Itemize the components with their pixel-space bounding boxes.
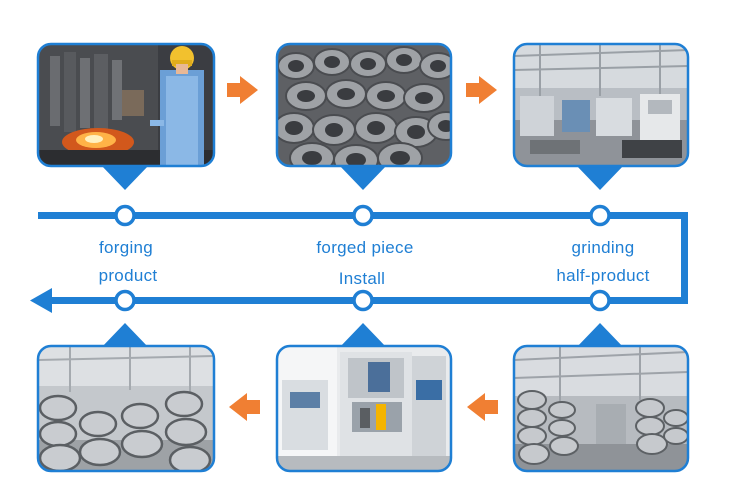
photo-half-product — [514, 346, 688, 471]
orange-arrow-icon — [467, 393, 498, 421]
node-forged-piece-icon — [352, 204, 374, 227]
node-install-icon — [352, 289, 374, 312]
pointer-forged-piece — [338, 164, 388, 190]
pointer-grinding — [575, 164, 625, 190]
node-product-icon — [114, 289, 136, 312]
orange-arrow-icon — [227, 76, 258, 104]
photo-product — [38, 346, 214, 471]
photo-install — [277, 346, 451, 471]
flow-arrowhead-icon — [30, 288, 52, 313]
label-product: product — [98, 266, 158, 285]
pointer-install — [338, 323, 388, 349]
orange-arrow-icon — [229, 393, 260, 421]
photo-forged-piece — [277, 44, 451, 166]
photo-pointers — [100, 164, 625, 349]
pointer-product — [100, 323, 150, 349]
photo-grinding — [514, 44, 688, 166]
node-half-product-icon — [589, 289, 611, 312]
label-forging: forging — [98, 238, 154, 257]
pointer-forging — [100, 164, 150, 190]
label-forged-piece: forged piece — [316, 238, 414, 257]
label-grinding: grinding — [571, 238, 635, 257]
orange-arrow-icon — [466, 76, 497, 104]
label-half-product: half-product — [556, 266, 650, 285]
pointer-half-product — [575, 323, 625, 349]
node-forging-icon — [114, 204, 136, 227]
label-install: Install — [338, 269, 386, 288]
photo-forging — [38, 44, 214, 166]
node-grinding-icon — [589, 204, 611, 227]
